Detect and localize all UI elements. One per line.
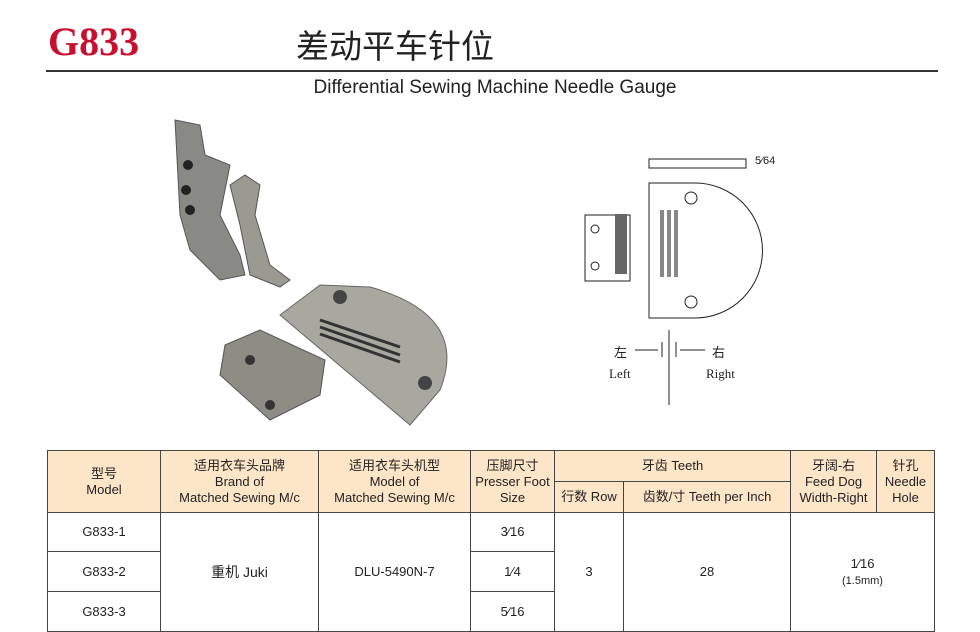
right-en: Right	[706, 366, 735, 381]
left-cn: 左	[614, 345, 628, 360]
row-cell: 3	[554, 512, 624, 632]
header-tpi: 齿数/寸 Teeth per Inch	[623, 481, 791, 513]
title-chinese: 差动平车针位	[296, 27, 494, 66]
right-cn: 右	[712, 345, 726, 360]
product-photo	[174, 119, 448, 426]
tpi-cell: 28	[623, 512, 791, 632]
product-code: G833	[48, 19, 140, 64]
foot-cell: 3⁄16	[470, 512, 555, 552]
divider	[46, 70, 938, 72]
header-row: 行数 Row	[554, 481, 624, 513]
foot-cell: 1⁄4	[470, 551, 555, 592]
width-cell: 1⁄16(1.5mm)	[790, 512, 935, 632]
model-cell: G833-2	[47, 551, 161, 592]
model-cell: G833-1	[47, 512, 161, 552]
needle-plate-diagram	[584, 158, 763, 405]
thickness-label: 5⁄64	[755, 155, 776, 167]
foot-cell: 5⁄16	[470, 591, 555, 632]
table-row: G833-2 1⁄4	[47, 551, 935, 592]
title-english: Differential Sewing Machine Needle Gauge	[313, 77, 677, 98]
brand-cell: 重机 Juki	[160, 512, 319, 632]
table-row: G833-3 5⁄16	[47, 591, 935, 632]
left-en: Left	[609, 366, 631, 381]
table-row: G833-1 重机 Juki DLU-5490N-7 3⁄16 3 28 1⁄1…	[47, 512, 935, 632]
machine-cell: DLU-5490N-7	[318, 512, 471, 632]
header-teeth: 牙齿 Teeth	[554, 450, 791, 482]
model-cell: G833-3	[47, 591, 161, 632]
